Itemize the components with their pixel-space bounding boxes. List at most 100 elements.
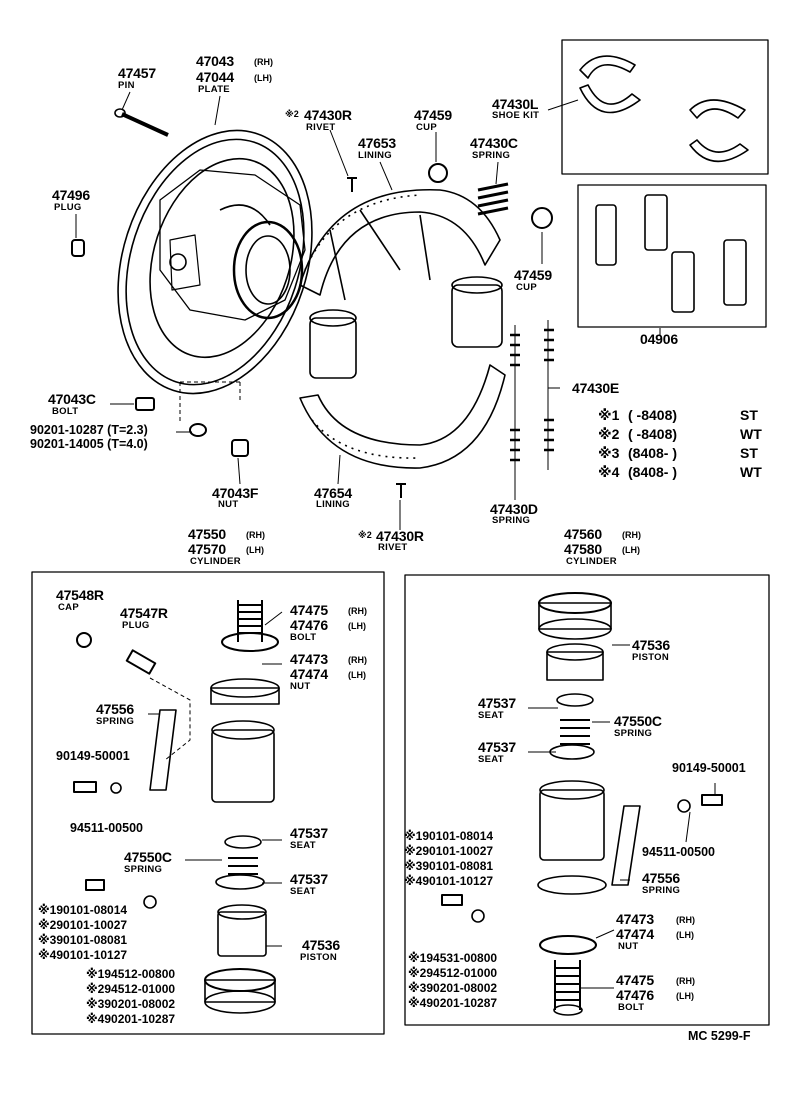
plug-name: PLUG bbox=[54, 202, 82, 213]
left-nut-a: 47473 bbox=[290, 651, 328, 667]
rivet-top-mark: ※2 bbox=[285, 109, 299, 119]
legend-range-1: ( -8408) bbox=[628, 407, 678, 423]
right-washer-3: ※390201-08002 bbox=[408, 981, 498, 995]
right-spring2-number: 47556 bbox=[642, 870, 680, 886]
left-seat-1-name: SEAT bbox=[290, 840, 316, 851]
repair-kit-box bbox=[577, 184, 767, 328]
shoe-kit-number: 47430L bbox=[492, 96, 539, 112]
right-nut-b-side: (LH) bbox=[676, 930, 694, 940]
spring-47430e bbox=[544, 320, 554, 470]
rivet-bottom-number: 47430R bbox=[376, 528, 424, 544]
left-bolt-1: ※190101-08014 bbox=[38, 903, 128, 917]
right-piston-number: 47536 bbox=[632, 637, 670, 653]
legend-range-2: ( -8408) bbox=[628, 426, 678, 442]
left-bolt-a: 47475 bbox=[290, 602, 328, 618]
left-cylinder-stack bbox=[204, 600, 280, 1014]
right-nut-a-side: (RH) bbox=[676, 915, 695, 925]
plate-lh-number: 47044 bbox=[196, 69, 234, 85]
left-spring2-number: 47550C bbox=[124, 849, 172, 865]
left-piston-name: PISTON bbox=[300, 952, 337, 963]
rivet-bottom-mark: ※2 bbox=[358, 530, 372, 540]
pin-number: 47457 bbox=[118, 65, 156, 81]
cup-mid-name: CUP bbox=[516, 282, 537, 293]
left-cyl-rh-side: (RH) bbox=[246, 530, 265, 540]
spring-e-number: 47430E bbox=[572, 380, 620, 396]
right-cyl-name: CYLINDER bbox=[566, 556, 617, 567]
plate-rh-number: 47043 bbox=[196, 53, 234, 69]
right-cyl-rh-side: (RH) bbox=[622, 530, 641, 540]
rivet-bottom bbox=[396, 483, 406, 498]
left-cylinder-side-parts bbox=[73, 632, 191, 909]
left-bolt-2: ※290101-10027 bbox=[38, 918, 128, 932]
right-bolt-3: ※390101-08081 bbox=[404, 859, 494, 873]
right-spring2-name: SPRING bbox=[642, 885, 681, 896]
rivet-top-name: RIVET bbox=[306, 122, 336, 133]
bolt-number: 47043C bbox=[48, 391, 96, 407]
legend-mark-3: ※3 bbox=[598, 445, 620, 461]
right-cylinder-box bbox=[404, 574, 770, 1026]
left-cyl-lh-side: (LH) bbox=[246, 545, 264, 555]
rivet-top bbox=[347, 177, 357, 192]
nut-number: 47043F bbox=[212, 485, 259, 501]
left-washer-2: ※294512-01000 bbox=[86, 982, 176, 996]
right-cyl-lh-number: 47580 bbox=[564, 541, 602, 557]
cup-mid-number: 47459 bbox=[514, 267, 552, 283]
left-bolt-3: ※390101-08081 bbox=[38, 933, 128, 947]
right-bolt-name: BOLT bbox=[618, 1002, 645, 1013]
left-spring-number: 47556 bbox=[96, 701, 134, 717]
right-bolt-a: 47475 bbox=[616, 972, 654, 988]
spring-d-name: SPRING bbox=[492, 515, 531, 526]
right-nut-b: 47474 bbox=[616, 926, 654, 942]
left-piston-number: 47536 bbox=[302, 937, 340, 953]
right-cyl-rh-number: 47560 bbox=[564, 526, 602, 542]
shoe-kit-box bbox=[561, 39, 769, 175]
rivet-bottom-name: RIVET bbox=[378, 542, 408, 553]
left-washer: 94511-00500 bbox=[70, 821, 143, 835]
left-seat-2: 47537 bbox=[290, 871, 328, 887]
left-spring2-name: SPRING bbox=[124, 864, 163, 875]
cup-top-number: 47459 bbox=[414, 107, 452, 123]
right-washer: 94511-00500 bbox=[642, 845, 715, 859]
rivet-top-number: 47430R bbox=[304, 107, 352, 123]
spring-c-number: 47430C bbox=[470, 135, 518, 151]
plug-47496 bbox=[71, 239, 85, 257]
left-nut-b-side: (LH) bbox=[348, 670, 366, 680]
right-bolt-b-side: (LH) bbox=[676, 991, 694, 1001]
left-cyl-name: CYLINDER bbox=[190, 556, 241, 567]
legend-mark-2: ※2 bbox=[598, 426, 620, 442]
right-bolt-2: ※290101-10027 bbox=[404, 844, 494, 858]
spring-c-name: SPRING bbox=[472, 150, 511, 161]
right-bolt-1: ※190101-08014 bbox=[404, 829, 494, 843]
nut-name: NUT bbox=[218, 499, 239, 510]
left-cylinder-box bbox=[31, 571, 385, 1035]
wheel-cylinder-left bbox=[309, 309, 357, 379]
right-washer-2: ※294512-01000 bbox=[408, 966, 498, 980]
left-spring-name: SPRING bbox=[96, 716, 135, 727]
left-cyl-rh-number: 47550 bbox=[188, 526, 226, 542]
leader-lines bbox=[75, 91, 716, 989]
cup-47459-top bbox=[428, 163, 448, 183]
left-bolt-4: ※490101-10127 bbox=[38, 948, 128, 962]
left-washer-4: ※490201-10287 bbox=[86, 1012, 176, 1026]
spring-d-number: 47430D bbox=[490, 501, 538, 517]
washer-plate bbox=[189, 423, 207, 437]
nut-47043f bbox=[231, 439, 249, 457]
pin-name: PIN bbox=[118, 80, 135, 91]
plate-rh-side: (RH) bbox=[254, 57, 273, 67]
left-bolt-a-side: (RH) bbox=[348, 606, 367, 616]
lining-top-number: 47653 bbox=[358, 135, 396, 151]
left-screw: 90149-50001 bbox=[56, 749, 130, 763]
right-cylinder-side-parts bbox=[441, 794, 723, 923]
wheel-cylinder-top-right bbox=[451, 276, 503, 348]
backing-plate bbox=[117, 129, 313, 395]
legend-range-3: (8408- ) bbox=[628, 445, 678, 461]
left-bolt-b: 47476 bbox=[290, 617, 328, 633]
washer-2: 90201-14005 (T=4.0) bbox=[30, 437, 148, 451]
right-seat-1: 47537 bbox=[478, 695, 516, 711]
legend-code-3: ST bbox=[740, 445, 758, 461]
lining-bottom-number: 47654 bbox=[314, 485, 352, 501]
right-bolt-a-side: (RH) bbox=[676, 976, 695, 986]
left-bolt-name: BOLT bbox=[290, 632, 317, 643]
right-spring-number: 47550C bbox=[614, 713, 662, 729]
